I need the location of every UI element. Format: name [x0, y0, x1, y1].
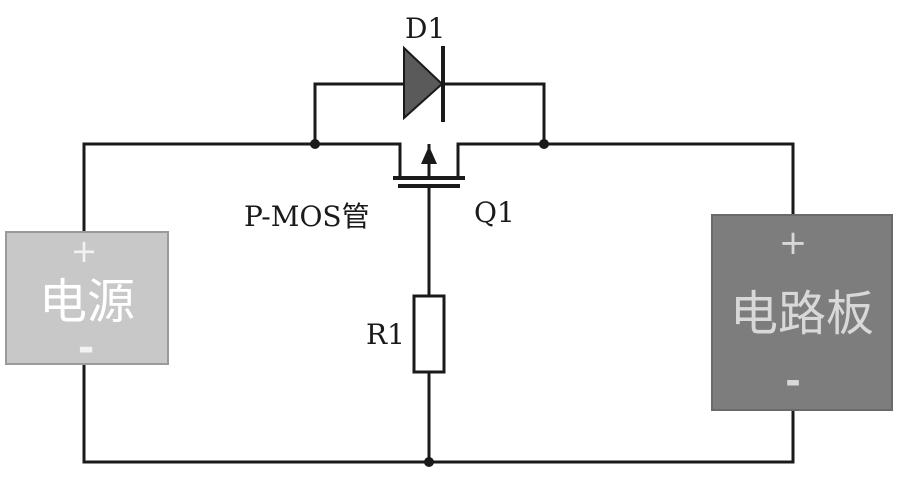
mosfet-label: Q1 — [474, 196, 515, 229]
mosfet-type-label: P-MOS管 — [244, 200, 370, 233]
circuit-board-box — [711, 214, 893, 411]
power-source-plus: + — [71, 232, 98, 270]
circuit-board-minus: - — [785, 359, 801, 403]
power-source-box — [5, 231, 169, 365]
junction-dot-bottom — [424, 457, 434, 467]
resistor-r1 — [412, 294, 446, 374]
junction-dot-left — [310, 139, 320, 149]
power-source-minus: - — [78, 325, 95, 371]
diode-d1 — [403, 45, 445, 122]
circuit-board-label: 电路板 — [730, 286, 874, 342]
mosfet-arrow — [421, 146, 437, 164]
junction-dot-right — [539, 139, 549, 149]
diode-label: D1 — [405, 12, 445, 45]
circuit-board: + 电路板 - — [711, 214, 893, 411]
wire-diode-branch-right — [440, 82, 546, 146]
circuit-board-plus: + — [779, 223, 808, 263]
diode-triangle — [403, 45, 444, 121]
wire-diode-branch-left — [313, 82, 406, 146]
power-source: + 电源 - — [5, 231, 169, 371]
wires — [82, 82, 795, 464]
power-source-label: 电源 — [39, 274, 135, 330]
mosfet-q1 — [393, 144, 465, 188]
resistor-label: R1 — [366, 318, 405, 351]
